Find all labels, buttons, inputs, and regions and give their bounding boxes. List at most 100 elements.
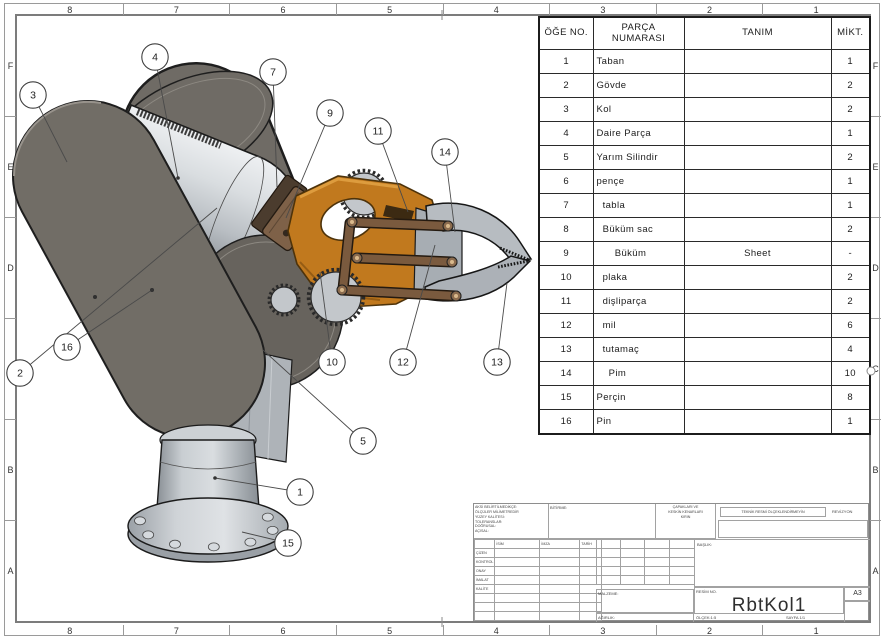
signature-cell	[644, 548, 670, 558]
signature-cell	[620, 575, 645, 585]
bom-cell: 8	[538, 217, 594, 242]
ruler-cell: D	[870, 217, 881, 318]
bom-cell	[683, 169, 832, 194]
titleblock-note-line: KESKİN KENARLARI	[668, 509, 703, 514]
bom-cell	[683, 337, 832, 362]
weight-box: AĞIRLIK:	[596, 613, 694, 622]
bom-cell: Perçin	[592, 385, 685, 410]
ruler-cell: 3	[549, 4, 656, 15]
bom-cell	[683, 385, 832, 410]
bom-cell: 12	[538, 313, 594, 338]
bom-cell: 5	[538, 145, 594, 170]
signature-cell	[539, 575, 581, 585]
bom-cell: 11	[538, 289, 594, 314]
bom-cell: plaka	[592, 265, 685, 290]
ruler-cell: 6	[229, 4, 336, 15]
bom-cell: Taban	[592, 49, 685, 74]
titleblock-note-line: AÇISAL:	[475, 529, 489, 534]
bom-cell: Pim	[592, 361, 685, 386]
titleblock-note-line: TOLERANSLAR:	[475, 519, 503, 524]
bom-cell	[683, 193, 832, 218]
ruler-cell: 4	[442, 4, 550, 15]
title-label: BAŞLIK:	[697, 542, 713, 547]
revision-area	[718, 520, 868, 538]
signature-cell	[473, 593, 496, 603]
sheet-text: SAYFA 1/1	[786, 615, 806, 620]
signature-cell	[494, 584, 541, 594]
signature-cell: İSİM	[494, 539, 541, 549]
bom-cell: 10	[538, 265, 594, 290]
signature-cell	[539, 557, 581, 567]
finish-box: BİTİRME:	[548, 504, 656, 539]
bom-cell: 4	[538, 121, 594, 146]
ruler-cell: E	[870, 116, 881, 217]
signature-cell	[473, 539, 496, 549]
ruler-cell: B	[870, 419, 881, 520]
dwg-no-box: RESİM NO. RbtKol1	[694, 587, 844, 617]
signature-cell: İMALAT	[473, 575, 496, 585]
bom-cell: Daire Parça	[592, 121, 685, 146]
bom-cell: 2	[538, 73, 594, 98]
bom-cell	[683, 49, 832, 74]
signature-cell	[596, 575, 621, 585]
signature-cell: KONTROL	[473, 557, 496, 567]
bom-cell: 2	[830, 145, 871, 170]
bom-cell	[683, 265, 832, 290]
ruler-cell: 3	[549, 625, 656, 636]
bom-cell: Büküm sac	[592, 217, 685, 242]
bom-cell	[683, 313, 832, 338]
signature-cell	[494, 575, 541, 585]
signature-cell	[620, 548, 645, 558]
signature-cell	[473, 602, 496, 612]
signature-cell	[539, 611, 581, 621]
bom-cell	[683, 289, 832, 314]
ruler-cell: A	[5, 520, 16, 621]
bom-cell: 1	[538, 49, 594, 74]
ruler-cell: 2	[655, 625, 763, 636]
bom-cell: 2	[830, 97, 871, 122]
drawing-number: RbtKol1	[731, 595, 807, 617]
ruler-cell: C	[870, 318, 881, 419]
bom-cell: 1	[830, 193, 871, 218]
ruler-cell: C	[5, 318, 16, 419]
bom-cell: Sheet	[683, 241, 832, 266]
bom-cell: 6	[830, 313, 871, 338]
paper-size-sub-box	[844, 601, 870, 622]
bom-row-8: 8 Büküm sac 2	[538, 217, 871, 242]
bom-cell: tabla	[592, 193, 685, 218]
dns-zone: TEKNİK RESMİ ÖLÇEKLENDİRMEYİN REVİZYON	[716, 504, 870, 539]
finish-label: BİTİRME:	[550, 505, 568, 510]
ruler-cell: 6	[229, 625, 336, 636]
signature-cell	[596, 539, 621, 549]
bom-header-row: ÖĞE NO. PARÇA NUMARASI TANIM MİKT.	[538, 16, 871, 50]
bom-header-partnumber: PARÇA NUMARASI	[592, 16, 685, 50]
signature-cell	[669, 566, 695, 576]
bom-cell: 2	[830, 265, 871, 290]
material-label: MALZEME:	[598, 591, 619, 596]
signature-cell	[620, 539, 645, 549]
bom-header-description: TANIM	[683, 16, 832, 50]
ruler-cell: 8	[67, 4, 73, 15]
paper-size: A3	[853, 590, 862, 597]
bom-cell	[683, 145, 832, 170]
do-not-scale-label: TEKNİK RESMİ ÖLÇEKLENDİRMEYİN	[741, 510, 805, 514]
bom-cell: Kol	[592, 97, 685, 122]
bom-cell: 1	[830, 49, 871, 74]
signature-cell	[579, 611, 603, 621]
signature-cell	[644, 557, 670, 567]
bom-header-qty: MİKT.	[830, 16, 871, 50]
titleblock-note-line: YÜZEY KALİTESİ:	[475, 514, 505, 519]
ruler-cell: 1	[762, 4, 869, 15]
bom-cell: 2	[830, 217, 871, 242]
signature-cell	[494, 611, 541, 621]
signature-cell: ÇİZEN	[473, 548, 496, 558]
